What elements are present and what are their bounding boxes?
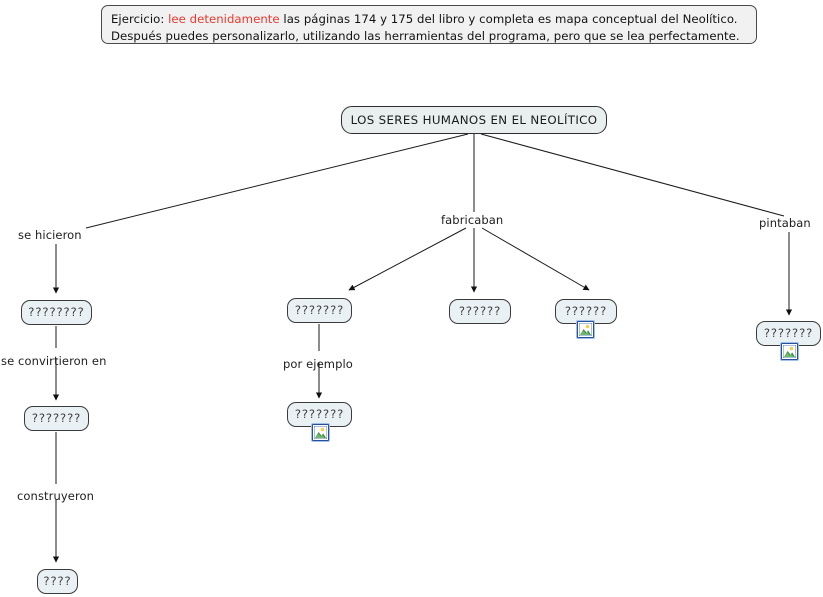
node-por-ejemplo[interactable]: ??????? <box>287 402 352 427</box>
edge-label-fabricaban: fabricaban <box>441 213 504 227</box>
instruction-line-1: Ejercicio: lee detenidamente las páginas… <box>111 12 738 26</box>
node-root[interactable]: LOS SERES HUMANOS EN EL NEOLÍTICO <box>341 106 607 134</box>
node-fabricaban-2[interactable]: ?????? <box>449 299 511 324</box>
instruction-highlight: lee detenidamente <box>168 12 280 26</box>
node-fabricaban-1[interactable]: ??????? <box>287 298 352 323</box>
edge-fabricaban-to-fab3 <box>481 227 590 291</box>
node-se-hicieron[interactable]: ???????? <box>21 300 92 325</box>
instruction-prefix: Ejercicio: <box>111 12 169 26</box>
edge-label-por-ejemplo: por ejemplo <box>283 357 353 371</box>
instruction-line-2: Después puedes personalizarlo, utilizand… <box>111 28 740 43</box>
node-pintaban[interactable]: ??????? <box>756 321 821 346</box>
edge-label-pintaban: pintaban <box>759 216 811 230</box>
edge-fabricaban-to-fab1 <box>348 227 467 291</box>
node-construyeron[interactable]: ???? <box>37 569 78 594</box>
instruction-banner: Ejercicio: lee detenidamente las páginas… <box>101 5 757 44</box>
picture-icon[interactable] <box>577 321 594 338</box>
edge-label-se-convirtieron-en: se convirtieron en <box>1 354 107 368</box>
picture-icon[interactable] <box>312 424 329 441</box>
edge-label-se-hicieron: se hicieron <box>18 228 82 242</box>
picture-icon[interactable] <box>781 343 798 360</box>
node-se-convirtieron-en[interactable]: ??????? <box>24 406 89 431</box>
edge-root-to-se-hicieron <box>85 133 469 229</box>
instruction-suffix: las páginas 174 y 175 del libro y comple… <box>279 12 738 26</box>
edge-label-construyeron: construyeron <box>17 489 95 503</box>
edge-root-to-pintaban <box>480 133 785 217</box>
